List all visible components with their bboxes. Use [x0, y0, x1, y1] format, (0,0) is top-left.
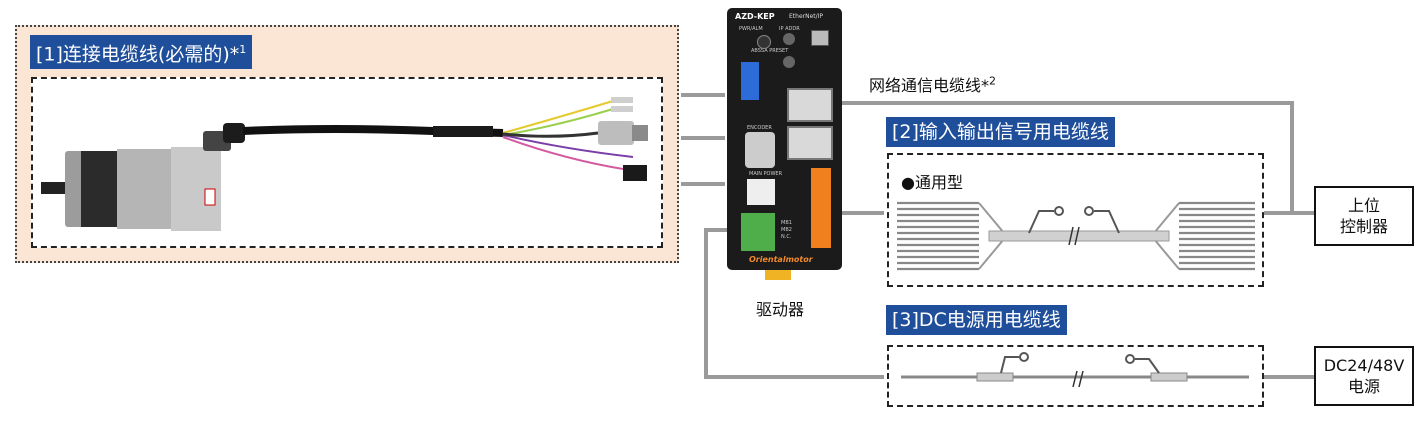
dc-cable-illustration: [901, 352, 1249, 388]
io-cable-title: [2]输入输出信号用电缆线: [886, 117, 1115, 147]
abs-preset-text: ABSSA PRESET: [751, 48, 789, 54]
controller-line1: 上位: [1347, 196, 1380, 215]
driver-unit: AZD-KEP EtherNet/IP PWR/ALM IP ADDR ABSS…: [727, 8, 842, 270]
dc-power-connector: [741, 213, 775, 251]
ip-address-rotary-switch-2: [783, 56, 795, 68]
main-power-text: MAIN POWER: [749, 171, 783, 177]
dc-cable-image-box: [887, 345, 1264, 407]
ethernet-port-1: [787, 88, 833, 122]
network-cable-line: [842, 101, 1294, 213]
d-sub-connector: [598, 121, 634, 145]
ethernet-port-2: [787, 126, 833, 160]
network-cable-label: 网络通信电缆线*2: [869, 74, 997, 95]
ip-address-rotary-switch: [783, 33, 795, 45]
encoder-text: ENCODER: [747, 125, 772, 131]
dc-cable-title: [3]DC电源用电缆线: [886, 305, 1067, 335]
driver-model-text: AZD-KEP: [735, 12, 775, 21]
driver-protocol-text: EtherNet/IP: [789, 13, 824, 20]
power-supply-box: DC24/48V 电源: [1314, 346, 1414, 406]
cable-elbow-connector: [223, 123, 245, 143]
driver-to-dc-cable-line: [704, 228, 884, 379]
controller-line2: 控制器: [1339, 217, 1388, 236]
power-line2: 电源: [1347, 377, 1380, 396]
encoder-port: [745, 132, 775, 168]
dip-switches: [741, 62, 759, 100]
driver-din-clip: [765, 270, 791, 280]
encoder-connector: [623, 165, 647, 181]
io-terminal-block: [811, 168, 831, 248]
general-type-label: ●通用型: [901, 173, 963, 192]
pwr-alm-text: PWR/ALM: [739, 26, 763, 32]
motor-cable-image-box: [31, 77, 663, 248]
host-controller-box: 上位 控制器: [1314, 186, 1414, 246]
brand-logo-text: Orientalmotor: [749, 255, 813, 264]
connection-cable-title: [1]连接电缆线(必需的)*1: [30, 35, 253, 70]
ip-addr-text: IP ADDR: [779, 26, 800, 32]
io-cable-image-box: ●通用型: [887, 153, 1264, 287]
io-cable-illustration: [897, 201, 1255, 271]
motor-with-cable-illustration: [41, 97, 648, 231]
motor-cable: [242, 125, 504, 137]
driver-label: 驱动器: [756, 300, 805, 319]
main-power-port: [747, 179, 775, 205]
preset-button: [757, 35, 771, 49]
power-line1: DC24/48V: [1323, 356, 1405, 375]
usb-port: [811, 30, 829, 46]
